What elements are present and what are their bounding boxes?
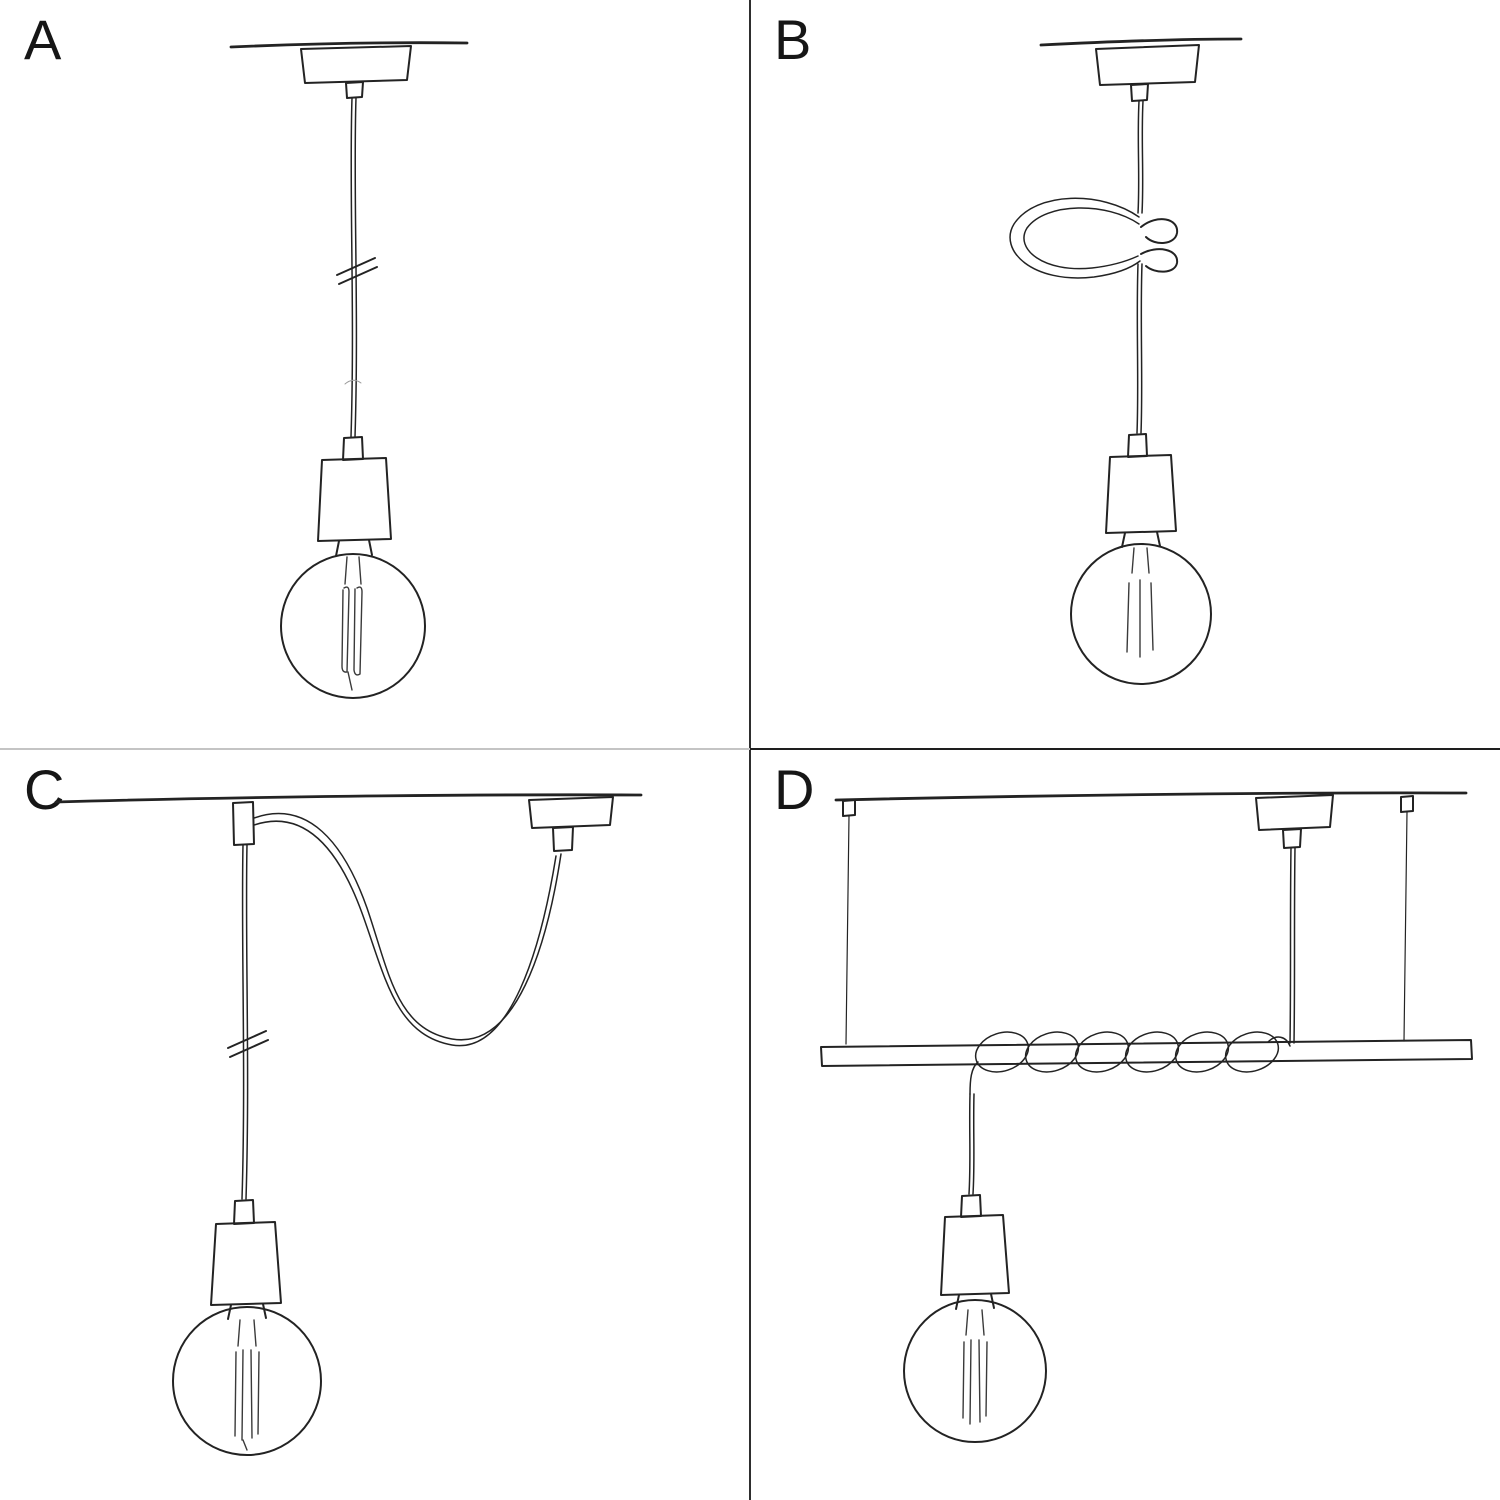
- light-bulb: [280, 539, 426, 699]
- cable-wraps: [969, 1031, 1291, 1095]
- panel-b-label: B: [774, 8, 813, 71]
- cable-kink-mark: [344, 379, 362, 385]
- drop-cable: [241, 844, 249, 1200]
- lamp-holder: [1105, 433, 1177, 534]
- wooden-bar: [820, 1039, 1473, 1067]
- ceiling-rose: [300, 45, 412, 99]
- horizontal-divider-left: [0, 748, 750, 750]
- horizontal-divider-right: [750, 748, 1500, 750]
- pendant-cable: [350, 97, 358, 438]
- bulb-filament: [234, 1319, 260, 1451]
- pendant-swag-sketch: [54, 793, 643, 1456]
- right-suspension-wire: [1400, 795, 1414, 1042]
- lamp-holder: [317, 436, 392, 542]
- ceiling-line: [229, 41, 469, 49]
- panel-c-label: C: [24, 758, 66, 821]
- ceiling-rose: [528, 796, 614, 852]
- ceiling-rose: [1095, 44, 1200, 102]
- panel-c: C: [0, 750, 750, 1500]
- light-bulb: [903, 1293, 1047, 1443]
- light-bulb: [1070, 531, 1212, 685]
- cable-loop: [1009, 197, 1141, 279]
- panel-d: D: [750, 750, 1500, 1500]
- rose-cable: [1289, 847, 1296, 1044]
- ceiling-rose: [1255, 794, 1334, 849]
- pendant-straight-sketch: [229, 41, 469, 699]
- ceiling-line: [54, 793, 643, 804]
- pendant-cable-upper: [1137, 100, 1144, 214]
- bulb-filament: [1126, 547, 1154, 658]
- cable-tie-mark: [227, 1030, 269, 1058]
- pendant-cable-lower: [1136, 263, 1143, 434]
- light-bulb: [172, 1303, 322, 1456]
- drop-cable: [968, 1093, 975, 1195]
- decentralizer-hook: [232, 801, 255, 846]
- lamp-holder: [940, 1194, 1010, 1296]
- panel-b: B: [750, 0, 1500, 750]
- cable-tie-mark: [336, 257, 378, 285]
- ceiling-line: [1039, 37, 1243, 47]
- pendant-bar-wrap-sketch: [820, 791, 1473, 1443]
- swag-cable: [253, 812, 562, 1047]
- vertical-divider: [749, 0, 751, 1500]
- left-suspension-wire: [842, 799, 856, 1045]
- lamp-holder: [210, 1199, 282, 1306]
- pendant-cable-clip-sketch: [1009, 37, 1243, 685]
- panel-a-label: A: [24, 8, 63, 71]
- panel-a: A: [0, 0, 750, 750]
- cable-clip: [1140, 218, 1179, 273]
- bulb-filament: [962, 1309, 988, 1425]
- bulb-filament: [341, 556, 363, 691]
- panel-d-label: D: [774, 758, 816, 821]
- ceiling-line: [834, 791, 1468, 802]
